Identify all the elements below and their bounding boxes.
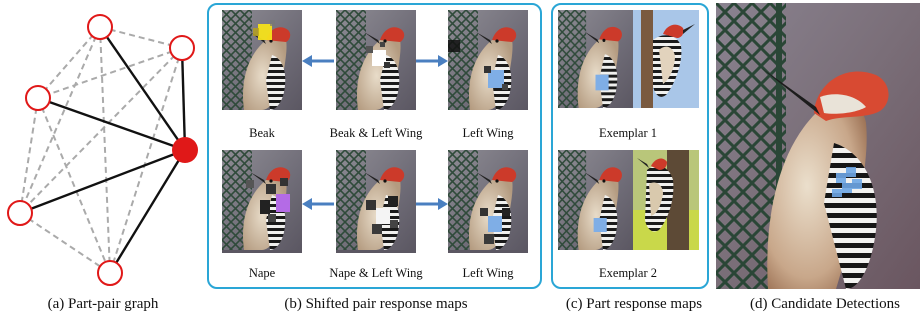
exemplar-1-image [633,10,699,108]
panel-b-frame [207,3,542,289]
graph-node [87,14,113,40]
label-nape: Nape [248,266,276,280]
caption-d: (d) Candidate Detections [750,296,900,312]
response-map-nape [222,150,302,253]
response-map-left-wing-2 [448,150,528,253]
response-map-beak-left-wing [336,10,416,110]
graph-node [25,85,51,111]
response-map-nape-left-wing [336,150,416,253]
label-left-wing-1: Left Wing [462,126,514,140]
response-map-beak [222,10,302,110]
arrow-left-row2 [302,198,334,210]
detection-highlight [832,167,862,197]
exemplar-1-response [558,10,633,108]
graph-root-node [172,137,198,163]
graph-node [7,200,33,226]
graph-solid-edges [19,26,187,274]
part-pair-graph [7,14,198,286]
label-beak: Beak [249,126,275,140]
label-nape-left-wing: Nape & Left Wing [329,266,423,280]
candidate-detection-image [716,3,920,289]
arrow-right-row1 [416,55,448,67]
caption-a: (a) Part-pair graph [47,296,159,312]
caption-c: (c) Part response maps [565,296,703,312]
label-exemplar-1: Exemplar 1 [599,126,657,140]
label-exemplar-2: Exemplar 2 [599,266,657,280]
graph-node [169,35,195,61]
exemplar-2-image [633,150,699,250]
response-map-left-wing-1 [448,10,528,110]
arrow-right-row2 [416,198,448,210]
graph-dashed-edges [19,26,183,274]
graph-nodes [7,14,195,286]
label-beak-left-wing: Beak & Left Wing [329,126,423,140]
caption-b: (b) Shifted pair response maps [284,296,468,312]
arrow-left-row1 [302,55,334,67]
graph-node [97,260,123,286]
exemplar-2-response [558,150,633,250]
label-left-wing-2: Left Wing [462,266,514,280]
panel-c-frame [551,3,709,289]
